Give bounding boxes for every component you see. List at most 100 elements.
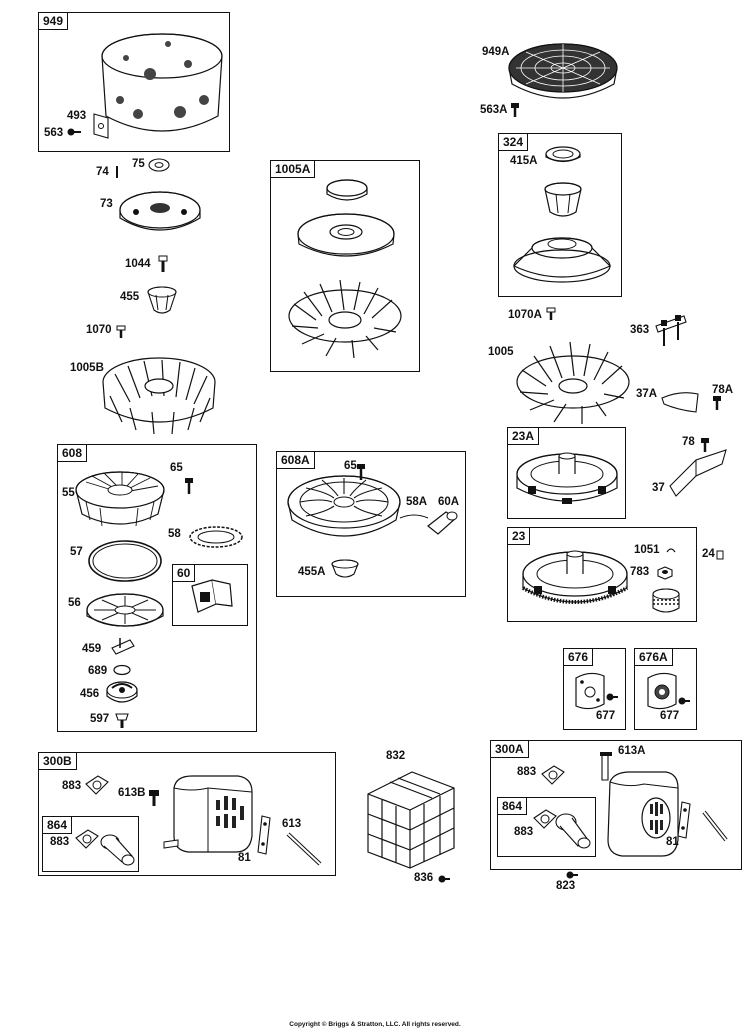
cap-415A-drawing: [544, 144, 582, 166]
frame-label: 608A: [277, 452, 315, 469]
cover-1005A-drawing: [296, 210, 396, 268]
part-label-65-608A: 65: [344, 460, 357, 472]
screw-65-608A-drawing: [357, 464, 365, 480]
bracket-363-drawing: [654, 315, 688, 348]
muffler-300A-drawing: [600, 770, 682, 862]
part-label-415A: 415A: [510, 155, 538, 167]
screw-823-drawing: [566, 871, 578, 879]
frame-label: 324: [499, 134, 529, 151]
part-label-24: 24: [702, 548, 715, 560]
part-label-613B: 613B: [118, 787, 146, 799]
part-label-73: 73: [100, 198, 113, 210]
frame-label: 949: [39, 13, 69, 30]
screw-613B-drawing: [149, 790, 159, 806]
part-label-563A: 563A: [480, 104, 508, 116]
bracket-676-drawing: [570, 670, 610, 712]
retainer-456-drawing: [104, 678, 140, 710]
fan-1005A-drawing: [286, 276, 404, 364]
baffle-37A-drawing: [660, 390, 700, 414]
part-label-832: 832: [386, 750, 406, 762]
frame-300B: 300B: [38, 752, 336, 876]
bolt-613-drawing: [284, 830, 324, 868]
frame-608: 608: [57, 444, 257, 732]
bracket-676A-drawing: [642, 670, 682, 712]
rope-58A-drawing: [400, 512, 428, 522]
part-label-78A: 78A: [712, 384, 734, 396]
frame-60: 60: [172, 564, 248, 626]
screw-78A-drawing: [713, 396, 721, 410]
part-label-55: 55: [62, 487, 75, 499]
bracket-493-drawing: [90, 112, 112, 140]
screw-563-drawing: [67, 128, 81, 136]
part-label-81-300A: 81: [666, 836, 679, 848]
flywheel-23A-drawing: [514, 444, 620, 504]
rotating-screen-73-drawing: [118, 186, 202, 242]
ring-689-drawing: [112, 664, 132, 676]
part-label-949A: 949A: [482, 46, 510, 58]
frame-23A: 23A: [507, 427, 626, 519]
starter-housing-608A-drawing: [284, 468, 404, 554]
cap-1005A-drawing: [324, 178, 370, 208]
part-label-60A: 60A: [438, 496, 460, 508]
part-label-459: 459: [82, 643, 102, 655]
cup-455-drawing: [146, 286, 178, 316]
frame-label: 300A: [491, 741, 529, 758]
screw-1070A-drawing: [546, 308, 556, 320]
key-24-drawing: [716, 550, 724, 560]
part-label-37A: 37A: [636, 388, 658, 400]
frame-864-right: 864: [497, 797, 596, 857]
screw-677-drawing: [606, 693, 618, 701]
pulley-56-drawing: [84, 590, 166, 636]
starter-cup-gear-drawing: [650, 586, 682, 616]
baffle-37-drawing: [666, 446, 730, 498]
screw-677A-drawing: [678, 697, 690, 705]
part-label-75: 75: [132, 158, 145, 170]
part-label-455A: 455A: [298, 566, 326, 578]
part-label-78: 78: [682, 436, 695, 448]
part-label-57: 57: [70, 546, 83, 558]
screw-65-drawing: [185, 478, 193, 494]
frame-label: 23: [508, 528, 531, 545]
cover-324-drawing: [510, 226, 614, 286]
gasket-883-inner-drawing: [74, 828, 100, 850]
frame-23: 23: [507, 527, 697, 622]
screw-78-drawing: [701, 438, 709, 452]
screw-1044-drawing: [158, 256, 168, 272]
part-label-1051: 1051: [634, 544, 660, 556]
part-label-56: 56: [68, 597, 81, 609]
frame-label: 676: [564, 649, 594, 666]
part-label-883-864-right: 883: [514, 826, 534, 838]
frame-label: 608: [58, 445, 88, 462]
screw-597-drawing: [114, 712, 130, 728]
part-label-455: 455: [120, 291, 140, 303]
part-label-1070A: 1070A: [508, 309, 542, 321]
part-label-613A: 613A: [618, 745, 646, 757]
part-label-65: 65: [170, 462, 183, 474]
part-label-493: 493: [67, 110, 87, 122]
frame-324: 324: [498, 133, 622, 297]
flywheel-23-drawing: [520, 542, 630, 616]
part-label-1070: 1070: [86, 324, 112, 336]
frame-label: 60: [173, 565, 196, 582]
adapter-864-drawing: [98, 832, 136, 868]
part-label-37: 37: [652, 482, 665, 494]
part-label-74: 74: [96, 166, 109, 178]
part-label-823: 823: [556, 880, 576, 892]
handle-60A-drawing: [424, 508, 460, 538]
adapter-864-right-drawing: [552, 812, 592, 852]
cup-324-drawing: [540, 182, 586, 220]
part-label-58A: 58A: [406, 496, 428, 508]
frame-300A: 300A: [490, 740, 742, 870]
bracket-81-300A-drawing: [676, 800, 692, 840]
bracket-81-drawing: [256, 814, 272, 856]
frame-label: 300B: [39, 753, 77, 770]
part-label-883-864-left: 883: [50, 836, 70, 848]
pin-74-drawing: [113, 166, 121, 178]
gasket-883-300A-drawing: [540, 764, 566, 786]
fan-1005-drawing: [514, 340, 632, 428]
frame-label: 23A: [508, 428, 540, 445]
frame-label: 676A: [635, 649, 673, 666]
frame-label: 864: [43, 817, 73, 834]
bolt-613-300A-drawing: [700, 808, 730, 844]
part-label-883-300A: 883: [517, 766, 537, 778]
